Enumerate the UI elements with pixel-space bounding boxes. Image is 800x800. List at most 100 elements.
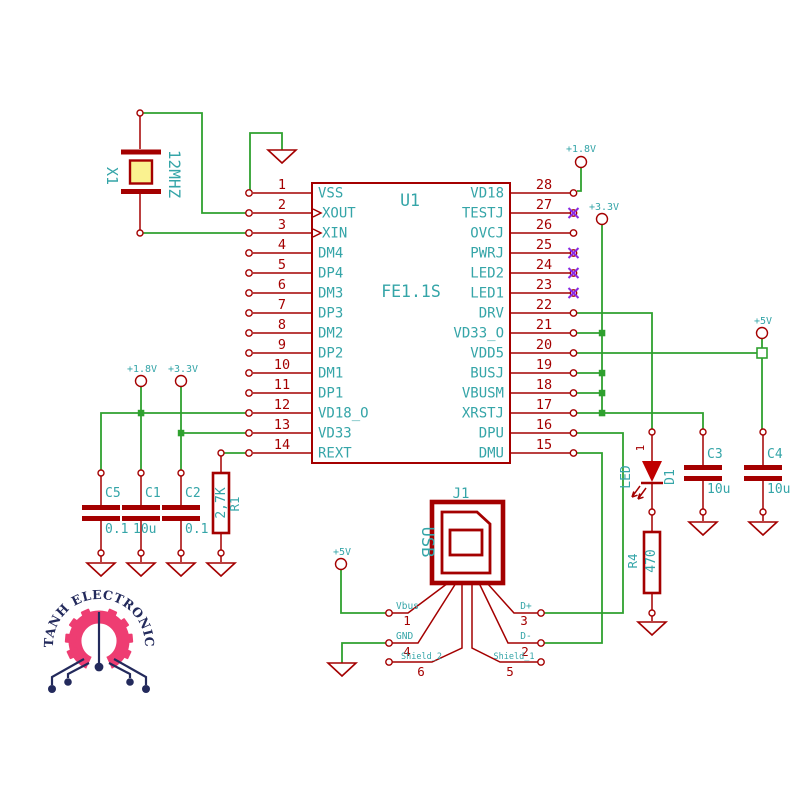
- gnd-symbol: [124, 562, 158, 578]
- usb-pin-line-vbus: [392, 582, 449, 614]
- usb-plug-outline: [440, 510, 492, 575]
- component-c4: C4 10u: [744, 428, 790, 537]
- pin-number: 11: [274, 377, 290, 393]
- pin-end: [245, 449, 253, 457]
- usb-outer: [429, 499, 506, 586]
- usb-pin-name: Shield_1: [494, 652, 535, 662]
- pin-end: [97, 469, 105, 477]
- usb-pin-line-shield1: [471, 583, 538, 663]
- pin-name: BUSJ: [470, 366, 504, 382]
- pin-number: 22: [536, 297, 552, 313]
- power-label: +1.8V: [566, 144, 596, 155]
- pin-row: 6 DM3: [245, 277, 343, 302]
- led-ref: D1: [663, 469, 678, 485]
- pin-number: 23: [536, 277, 552, 293]
- pin-name: DM1: [318, 366, 343, 382]
- pin-name: DP3: [318, 306, 343, 322]
- wires: [100, 112, 763, 663]
- pin-row: 28 VD18: [470, 177, 578, 202]
- component-c5: C5 0.1: [82, 469, 128, 578]
- power-circle: [334, 557, 348, 571]
- pin-end: [245, 209, 253, 217]
- power-label: +5V: [754, 316, 772, 327]
- pin-end: [569, 229, 578, 237]
- junction-dot: [598, 369, 606, 377]
- usb-pin-name: D+: [520, 601, 532, 612]
- cap-plate: [684, 465, 722, 470]
- led-pin-number: 1: [634, 445, 647, 452]
- pin-end: [569, 369, 578, 377]
- junction-dot: [137, 409, 145, 417]
- pin-end: [177, 549, 185, 557]
- crystal-ref: X1: [103, 167, 121, 185]
- no-connect-x: [567, 247, 580, 259]
- pin-number: 4: [278, 237, 286, 253]
- pin-name: DM4: [318, 246, 343, 262]
- pin-name: XRSTJ: [462, 406, 504, 422]
- usb-pin-number: 3: [520, 613, 528, 628]
- pin-end: [699, 508, 707, 516]
- wire-vss-gnd: [249, 132, 283, 190]
- ic-body: [311, 182, 511, 464]
- cap-plate: [82, 516, 120, 521]
- pin-end: [569, 409, 578, 417]
- pin-name: DP2: [318, 346, 343, 362]
- pin-end: [177, 469, 185, 477]
- gnd-symbol: [204, 562, 238, 578]
- wire-xtal-xout: [140, 112, 246, 214]
- power-label: +3.3V: [589, 202, 619, 213]
- pin-end: [245, 229, 253, 237]
- pin-row: 9 DP2: [245, 337, 343, 362]
- pin-row: 27 TESTJ: [462, 197, 580, 222]
- component-r4: R4 470: [625, 515, 669, 637]
- pin-number: 3: [278, 217, 286, 233]
- pin-end: [648, 428, 656, 436]
- resistor-ref: R1: [227, 496, 242, 511]
- usb-pin-name: D-: [520, 631, 531, 642]
- pin-number: 9: [278, 337, 286, 353]
- pin-row: 1 VSS: [245, 177, 343, 202]
- pin-row: 22 DRV: [479, 297, 578, 322]
- pin-number: 16: [536, 417, 552, 433]
- pin-row: 25 PWRJ: [470, 237, 580, 262]
- led-triangle: [642, 461, 662, 482]
- pin-row: 23 LED1: [470, 277, 580, 302]
- power-flag-3v3-top: +3.3V: [589, 202, 619, 226]
- pin-name: VD33: [318, 426, 352, 442]
- pin-end: [245, 409, 253, 417]
- pin-name: DP4: [318, 266, 343, 282]
- pin-end: [759, 428, 767, 436]
- pin-end: [537, 658, 545, 666]
- pin-end: [245, 429, 253, 437]
- power-circle: [174, 374, 188, 388]
- usb-pin-line-dminus: [478, 582, 538, 644]
- pin-row: 11 DP1: [245, 377, 343, 402]
- pin-number: 10: [274, 357, 290, 373]
- ic-part: FE1.1S: [381, 282, 441, 301]
- gnd-symbol: [84, 562, 118, 578]
- pin-row: 20 VDD5: [470, 337, 578, 362]
- cap-value: 10u: [133, 522, 156, 537]
- pin-end: [385, 658, 393, 666]
- junction-dot: [598, 329, 606, 337]
- wire-end: [136, 109, 144, 117]
- pin-name: VD18_O: [318, 406, 369, 422]
- pin-end: [569, 449, 578, 457]
- gnd-symbol: [635, 621, 669, 637]
- power-circle: [755, 326, 769, 340]
- pin-row: 18 VBUSM: [462, 377, 602, 402]
- usb-pin-number: 2: [521, 644, 529, 659]
- wire-end: [136, 229, 144, 237]
- pin-end: [699, 428, 707, 436]
- wire-xrstj-c3: [577, 412, 704, 429]
- pin-number: 20: [536, 337, 552, 353]
- usb-pin-line-gnd: [392, 582, 457, 644]
- ic-right-pins: 28 VD18 27 TESTJ 26 OVCJ 25 PWRJ: [453, 177, 602, 462]
- pin-name: VSS: [318, 186, 343, 202]
- cap-ref: C2: [185, 486, 201, 501]
- gnd-symbol: [265, 149, 299, 165]
- component-c3: C3 10u: [684, 428, 730, 537]
- power-flag-3v3-left: +3.3V: [168, 364, 198, 388]
- led-arrow: [631, 485, 641, 498]
